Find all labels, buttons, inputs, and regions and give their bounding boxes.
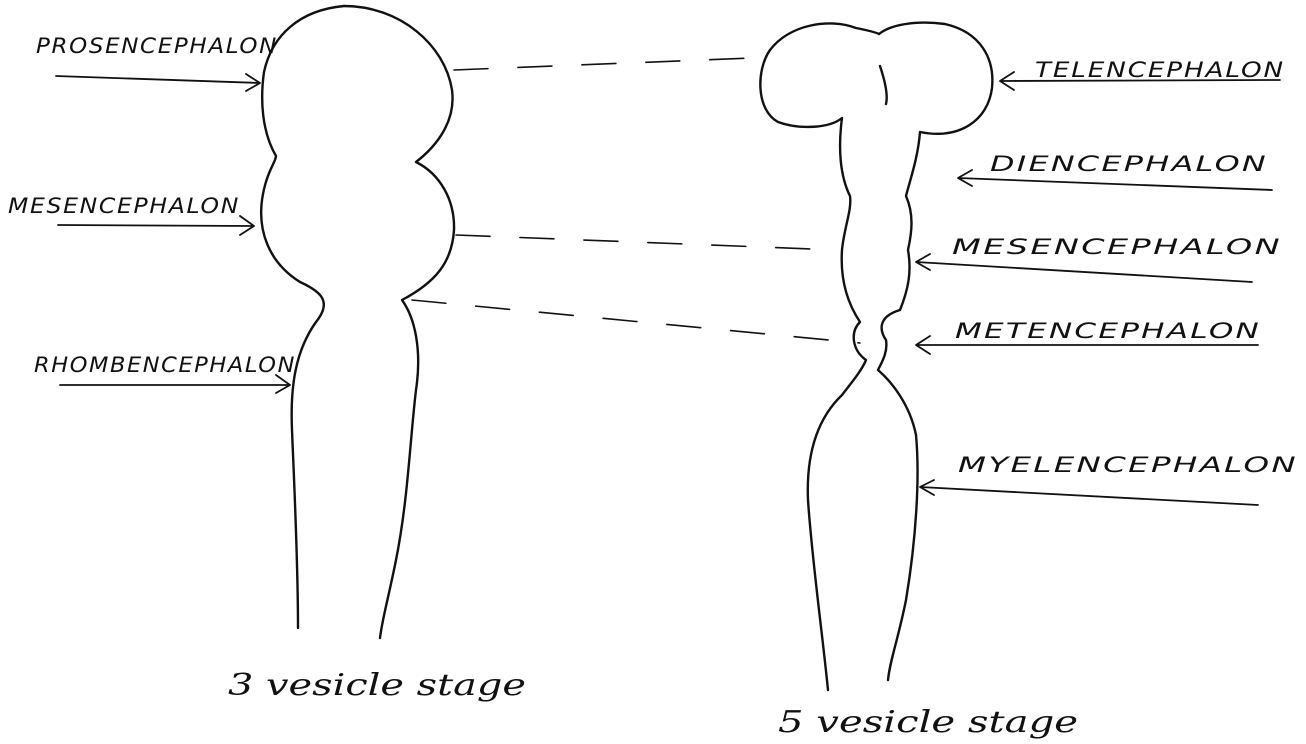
three-vesicle-outline (261, 6, 454, 638)
label-mesencephalon-3: MESENCEPHALON (8, 194, 240, 218)
arrow-rhombencephalon (60, 375, 290, 393)
three-vesicle-labels: PROSENCEPHALON MESENCEPHALON RHOMBENCEPH… (8, 34, 296, 393)
five-vesicle-labels: TELENCEPHALON DIENCEPHALON MESENCEPHALON… (916, 58, 1298, 505)
label-diencephalon: DIENCEPHALON (990, 152, 1268, 176)
five-vesicle-outline (760, 23, 992, 690)
caption-three-vesicle-stage: 3 vesicle stage (228, 668, 526, 703)
label-mesencephalon-5: MESENCEPHALON (952, 235, 1282, 259)
correspondence-lines (412, 58, 860, 343)
three-vesicle-left-contour (261, 6, 344, 628)
label-rhombencephalon: RHOMBENCEPHALON (34, 353, 296, 377)
three-vesicle-right-contour (344, 6, 454, 638)
label-myelencephalon: MYELENCEPHALON (958, 453, 1298, 477)
dash-rhombencephalon-to-metencephalon (412, 300, 860, 343)
arrow-mesencephalon-3 (58, 216, 254, 235)
caption-five-vesicle-stage: 5 vesicle stage (778, 705, 1078, 740)
five-vesicle-hemisphere-divider (880, 66, 887, 104)
label-prosencephalon: PROSENCEPHALON (36, 34, 278, 58)
five-vesicle-left-contour (760, 23, 879, 690)
five-vesicle-right-contour (878, 23, 992, 680)
dash-prosencephalon-to-telencephalon (454, 58, 752, 70)
label-metencephalon: METENCEPHALON (955, 319, 1261, 343)
dash-mesencephalon-to-mesencephalon (456, 235, 838, 250)
label-telencephalon: TELENCEPHALON (1035, 58, 1285, 82)
arrow-myelencephalon (920, 480, 1258, 505)
arrow-prosencephalon (56, 74, 260, 91)
